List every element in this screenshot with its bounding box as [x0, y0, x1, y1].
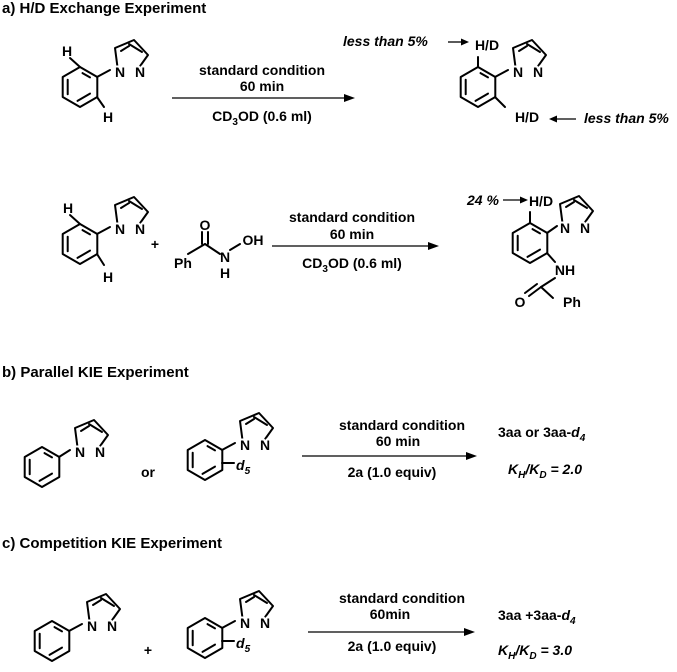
- time-label: 60 min: [376, 433, 420, 449]
- atom-h: H: [62, 43, 72, 59]
- time-label: 60 min: [330, 226, 374, 242]
- atom-n2: N: [260, 615, 270, 631]
- atom-n2: N: [95, 444, 105, 460]
- reagent-label: 2a (1.0 equiv): [348, 638, 437, 654]
- reactant-phenylpyrazole-c: N N: [33, 593, 121, 662]
- atom-h: H: [103, 269, 113, 285]
- solvent-label: CD3OD (0.6 ml): [302, 255, 402, 275]
- note-arrow-top: [448, 38, 469, 46]
- exchange-note-top: less than 5%: [343, 33, 428, 49]
- atom-hd: H/D: [529, 193, 553, 209]
- condition-label: standard condition: [339, 590, 465, 606]
- atom-n1: N: [240, 437, 250, 453]
- time-label: 60 min: [240, 78, 284, 94]
- reaction-arrow-c: [308, 628, 475, 636]
- reaction-arrow-a1: [172, 94, 355, 102]
- reaction-arrow-b: [302, 452, 477, 460]
- atom-h: H: [220, 265, 230, 281]
- atom-h: H: [63, 200, 73, 216]
- atom-n2: N: [135, 64, 145, 80]
- product-amidated: N N H/D NH O Ph: [511, 193, 594, 310]
- atom-n1: N: [115, 221, 125, 237]
- atom-ph: Ph: [563, 294, 581, 310]
- solvent-label: CD3OD (0.6 ml): [212, 108, 312, 128]
- atom-n2: N: [580, 220, 590, 236]
- condition-label: standard condition: [289, 209, 415, 225]
- exchange-note: 24 %: [466, 192, 499, 208]
- atom-n1: N: [240, 615, 250, 631]
- section-b-header: b) Parallel KIE Experiment: [2, 364, 189, 381]
- product-label: 3aa +3aa-d4: [498, 607, 576, 627]
- reaction-arrow-a2: [272, 242, 439, 250]
- plus-sign: +: [144, 642, 152, 658]
- reactant-phenylpyrazole-b: N N: [23, 419, 109, 488]
- reactant-phenylpyrazole-a1: N N H H: [61, 39, 149, 125]
- atom-n1: N: [513, 64, 523, 80]
- atom-nh: NH: [555, 262, 575, 278]
- atom-n2: N: [260, 437, 270, 453]
- exchange-note-bottom: less than 5%: [584, 110, 669, 126]
- atom-o: O: [515, 294, 526, 310]
- atom-n2: N: [135, 221, 145, 237]
- section-a-header: a) H/D Exchange Experiment: [2, 0, 206, 17]
- atom-n1: N: [87, 618, 97, 634]
- reagent-label: 2a (1.0 equiv): [348, 464, 437, 480]
- d5-label: d5: [236, 635, 251, 655]
- atom-n2: N: [107, 618, 117, 634]
- atom-n2: N: [533, 64, 543, 80]
- d5-label: d5: [236, 457, 251, 477]
- condition-label: standard condition: [199, 62, 325, 78]
- kie-value: KH/KD = 3.0: [498, 642, 572, 662]
- atom-hd: H/D: [475, 37, 499, 53]
- atom-n: N: [220, 249, 230, 265]
- note-arrow: [503, 196, 528, 204]
- product-label: 3aa or 3aa-d4: [498, 424, 586, 444]
- or-label: or: [141, 464, 156, 480]
- condition-label: standard condition: [339, 417, 465, 433]
- reactant-hydroxamic-acid: Ph O N H OH: [174, 217, 263, 281]
- kie-value: KH/KD = 2.0: [508, 461, 582, 481]
- reactant-phenylpyrazole-a2: N N H H: [61, 196, 149, 285]
- atom-n1: N: [115, 64, 125, 80]
- plus-sign: +: [151, 236, 159, 252]
- time-label: 60min: [370, 606, 410, 622]
- atom-n1: N: [560, 220, 570, 236]
- atom-o: O: [200, 217, 211, 233]
- atom-h: H: [103, 109, 113, 125]
- reactant-phenylpyrazole-d5-b: N N d5: [186, 412, 274, 481]
- atom-ph: Ph: [174, 255, 192, 271]
- atom-hd: H/D: [515, 109, 539, 125]
- atom-n1: N: [75, 444, 85, 460]
- section-c-header: c) Competition KIE Experiment: [2, 535, 222, 552]
- note-arrow-bottom: [549, 115, 576, 123]
- product-deuterated-a1: N N H/D H/D: [459, 37, 547, 125]
- atom-oh: OH: [243, 232, 264, 248]
- reactant-phenylpyrazole-d5-c: N N d5: [186, 590, 274, 659]
